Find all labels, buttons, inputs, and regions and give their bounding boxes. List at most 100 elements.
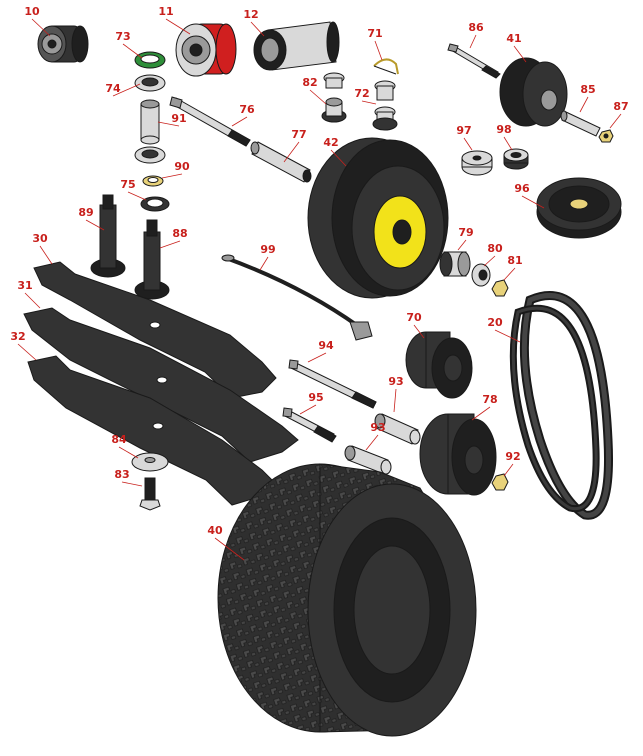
leader-bushing-pair xyxy=(361,100,377,105)
callout-cable-rod[interactable]: 99 xyxy=(260,243,275,256)
deck-wheel-nut[interactable] xyxy=(491,473,509,491)
callout-bolt-short[interactable]: 95 xyxy=(308,391,323,404)
callout-washer-brass[interactable]: 90 xyxy=(174,160,190,173)
nut-small[interactable] xyxy=(598,129,614,143)
roller-wheel[interactable] xyxy=(499,57,568,127)
callout-idler-spacer[interactable]: 97 xyxy=(456,124,471,137)
callout-air-filter[interactable]: 12 xyxy=(243,8,258,21)
leader-hairpin-clip xyxy=(374,40,383,61)
callout-deck-wheel-nut[interactable]: 92 xyxy=(505,450,520,463)
callout-blade-lower[interactable]: 32 xyxy=(10,330,25,343)
hairpin-clip[interactable] xyxy=(373,58,399,75)
air-filter[interactable] xyxy=(253,21,340,71)
leader-drive-belt xyxy=(494,329,521,343)
callout-roller-wheel[interactable]: 41 xyxy=(506,32,521,45)
callout-wheel-nut[interactable]: 81 xyxy=(507,254,522,267)
callout-blade-washer[interactable]: 84 xyxy=(111,433,127,446)
callout-anti-scalp-roller[interactable]: 70 xyxy=(406,311,422,324)
bearing[interactable] xyxy=(134,74,166,164)
idler-bearing[interactable] xyxy=(503,148,529,170)
callout-seal-green[interactable]: 73 xyxy=(115,30,130,43)
seal-green[interactable] xyxy=(134,51,166,69)
leader-wheel-nut xyxy=(503,267,516,281)
callout-front-wheel-yellow[interactable]: 42 xyxy=(323,136,338,149)
callout-rear-tire[interactable]: 40 xyxy=(207,524,223,537)
roller-axle[interactable] xyxy=(560,110,601,137)
bushing-pair[interactable] xyxy=(372,80,398,131)
deck-wheel[interactable] xyxy=(419,413,497,496)
blade-upper[interactable] xyxy=(33,261,277,399)
spindle-shaft-left[interactable] xyxy=(90,194,126,278)
callout-roller-spacer-2[interactable]: 93 xyxy=(370,421,385,434)
leader-idler-spacer xyxy=(463,137,473,151)
wheel-nut[interactable] xyxy=(491,279,509,297)
blade-washer[interactable] xyxy=(131,452,169,472)
wheel-bearing[interactable] xyxy=(439,251,471,277)
leader-axle-tube xyxy=(283,141,300,163)
callout-labels: 10 11 12 73 74 76 91 90 75 89 88 30 31 32 84 83 77 42 82 71… xyxy=(10,5,628,537)
washer-brass[interactable] xyxy=(142,175,164,187)
callout-oil-filter-small[interactable]: 10 xyxy=(24,5,40,18)
leader-roller-wheel xyxy=(513,45,527,63)
callout-spindle-shaft-left[interactable]: 89 xyxy=(78,206,93,219)
callout-bushing-pair[interactable]: 72 xyxy=(354,87,369,100)
cable-rod[interactable] xyxy=(221,254,373,341)
idler-spacer[interactable] xyxy=(461,150,493,176)
callout-roller-spacer[interactable]: 93 xyxy=(388,375,403,388)
leader-roller-spacer xyxy=(393,388,397,413)
spacer-tube[interactable] xyxy=(140,99,160,145)
leader-wheel-bearing xyxy=(457,239,467,251)
callout-drive-belt[interactable]: 20 xyxy=(487,316,503,329)
wheel-washer[interactable] xyxy=(471,263,491,287)
leader-lines xyxy=(17,18,622,561)
callout-spindle-shaft-right[interactable]: 88 xyxy=(172,227,187,240)
seal-ring[interactable] xyxy=(140,196,170,212)
leader-oil-filter-small xyxy=(31,18,51,37)
anti-scalp-roller[interactable] xyxy=(405,331,473,399)
bolt-short[interactable] xyxy=(282,407,337,443)
callout-roller-axle[interactable]: 85 xyxy=(580,83,595,96)
leader-blade-upper xyxy=(39,245,53,265)
callout-wheel-bearing[interactable]: 79 xyxy=(458,226,473,239)
callout-oil-filter-red[interactable]: 11 xyxy=(158,5,173,18)
leader-deck-wheel-nut xyxy=(503,463,514,477)
leader-bolt-short xyxy=(299,404,317,415)
callout-nut-small[interactable]: 87 xyxy=(613,100,628,113)
front-wheel-yellow[interactable] xyxy=(307,137,449,299)
bolt-long[interactable] xyxy=(169,96,251,147)
leader-nut-small xyxy=(609,113,622,129)
roller-spacer[interactable] xyxy=(374,413,421,445)
rear-tire[interactable] xyxy=(217,463,477,737)
leader-washer-brass xyxy=(161,173,183,179)
callout-pulley[interactable]: 96 xyxy=(514,182,530,195)
leader-spindle-shaft-left xyxy=(85,219,105,231)
blade-middle[interactable] xyxy=(23,307,299,463)
callout-seal-ring[interactable]: 75 xyxy=(120,178,135,191)
leader-wheel-washer xyxy=(483,255,496,267)
blade-bolt[interactable] xyxy=(139,477,161,511)
callout-bolt-idler[interactable]: 86 xyxy=(468,21,484,34)
callout-bolt-long[interactable]: 76 xyxy=(239,103,255,116)
oil-filter-small[interactable] xyxy=(37,25,89,63)
callout-bushing-flanged[interactable]: 82 xyxy=(302,76,317,89)
callout-wheel-washer[interactable]: 80 xyxy=(487,242,503,255)
callout-bearing[interactable]: 74 xyxy=(105,82,121,95)
bushing-flanged[interactable] xyxy=(321,72,347,123)
callout-axle-tube[interactable]: 77 xyxy=(291,128,306,141)
pulley[interactable] xyxy=(536,177,622,239)
oil-filter-red[interactable] xyxy=(175,23,237,77)
bolt-roller[interactable] xyxy=(288,359,377,409)
callout-blade-upper[interactable]: 30 xyxy=(32,232,48,245)
drive-belt[interactable] xyxy=(509,291,613,520)
callout-bolt-roller[interactable]: 94 xyxy=(318,339,334,352)
axle-tube[interactable] xyxy=(250,141,312,183)
bolt-idler[interactable] xyxy=(447,43,501,79)
callout-hairpin-clip[interactable]: 71 xyxy=(367,27,382,40)
callout-idler-bearing[interactable]: 98 xyxy=(496,123,511,136)
callout-spacer-tube[interactable]: 91 xyxy=(171,112,186,125)
callout-deck-wheel[interactable]: 78 xyxy=(482,393,497,406)
callout-blade-bolt[interactable]: 83 xyxy=(114,468,129,481)
callout-blade-middle[interactable]: 31 xyxy=(17,279,32,292)
spindle-shaft-right[interactable] xyxy=(134,219,170,300)
